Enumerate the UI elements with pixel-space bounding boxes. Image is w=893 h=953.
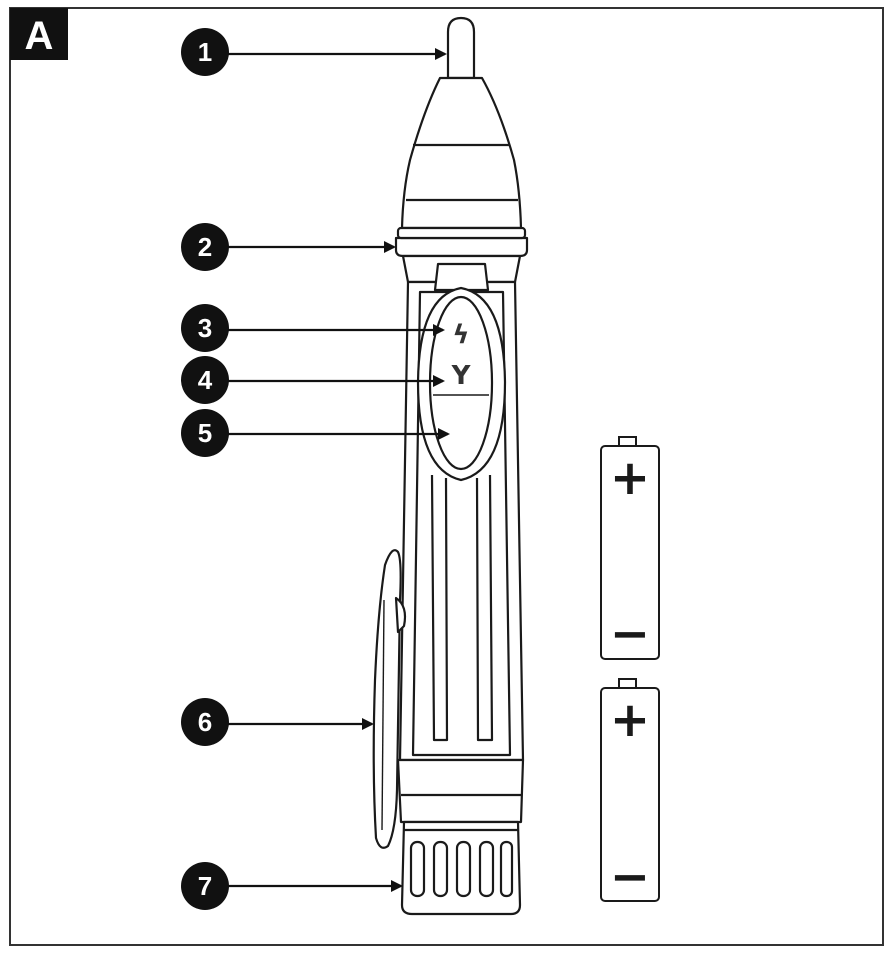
callout-7: 7: [181, 862, 403, 910]
barrel-top-slot: [433, 262, 490, 292]
battery-body: [600, 687, 660, 902]
indicator-window: [428, 295, 494, 471]
callout-number: 6: [198, 707, 212, 737]
figure-letter: A: [25, 14, 54, 58]
battery-compartment: [396, 758, 525, 824]
callout-number: 7: [198, 871, 212, 901]
voltage-tester-pen: [372, 16, 529, 916]
callout-number: 5: [198, 418, 212, 448]
barrel-inner-outline: [411, 290, 512, 757]
figure-label: A: [10, 8, 68, 60]
callout-2: 2: [181, 223, 396, 271]
callout-6: 6: [181, 698, 374, 746]
collar-ring: [396, 226, 527, 240]
battery-1-negative-sign: −: [610, 606, 650, 662]
pocket-clip: [372, 549, 402, 849]
battery-body: [600, 445, 660, 660]
callout-5: 5: [181, 409, 450, 457]
barrel-groove-right: [475, 474, 494, 742]
callout-number: 1: [198, 37, 212, 67]
battery-1: [600, 436, 660, 660]
battery-2: [600, 678, 660, 902]
callout-number: 3: [198, 313, 212, 343]
callout-4: 4: [181, 356, 445, 404]
battery-2-positive-sign: +: [610, 692, 650, 748]
clip-edge: [381, 599, 385, 831]
voltage-symbol-icon: ϟ: [452, 320, 469, 350]
callout-3: 3: [181, 304, 445, 352]
sensor-tip: [446, 16, 476, 80]
signal-symbol-icon: Y: [451, 361, 472, 391]
callout-number: 2: [198, 232, 212, 262]
battery-2-negative-sign: −: [610, 849, 650, 905]
cap-grip-ribs: [409, 840, 514, 898]
figure-frame: [9, 7, 884, 946]
tip-collar: [394, 236, 529, 258]
tip-cone: [400, 76, 523, 230]
callout-1: 1: [181, 28, 447, 76]
callout-number: 4: [198, 365, 213, 395]
battery-1-positive-sign: +: [610, 450, 650, 506]
clip-hinge: [394, 596, 407, 634]
barrel-groove-left: [430, 474, 449, 742]
